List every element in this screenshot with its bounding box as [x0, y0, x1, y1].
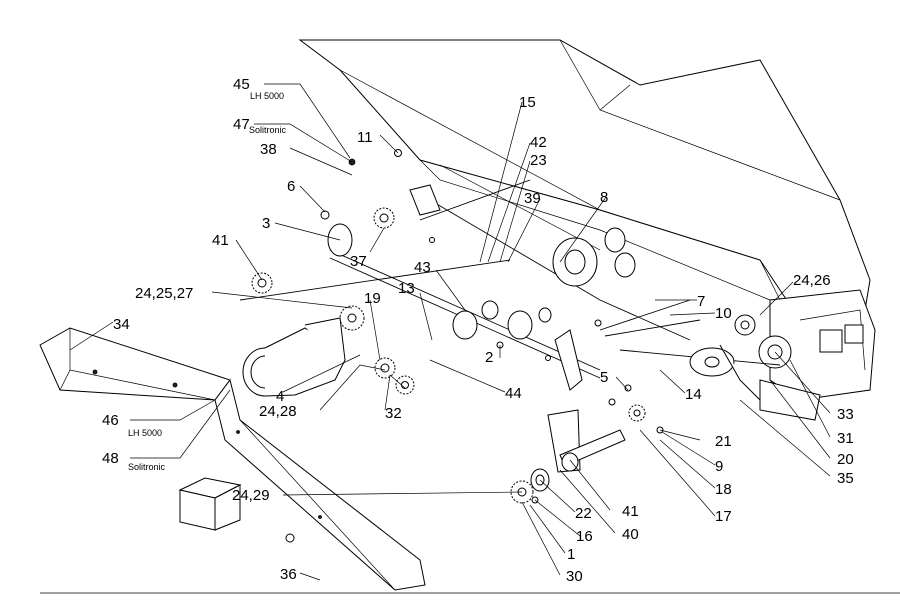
- callout-15: 15: [519, 94, 536, 111]
- callout-35: 35: [837, 470, 854, 487]
- callout-30: 30: [566, 568, 583, 585]
- callout-48-sub: Solitronic: [128, 462, 166, 472]
- sprockets: [251, 207, 646, 504]
- hopper-housing: [298, 39, 871, 341]
- callout-6: 6: [287, 178, 295, 195]
- callout-48: 48: [102, 450, 119, 467]
- callout-16: 16: [576, 528, 593, 545]
- leader-lines: [69, 83, 831, 581]
- callout-46-sub: LH 5000: [128, 428, 162, 438]
- right-rods: [599, 299, 781, 401]
- callout-46: 46: [102, 412, 119, 429]
- callout-10: 10: [715, 305, 732, 322]
- callout-5: 5: [600, 369, 608, 386]
- callout-8: 8: [600, 189, 608, 206]
- callout-31: 31: [837, 430, 854, 447]
- callout-7: 7: [697, 293, 705, 310]
- callout-45-sub: LH 5000: [250, 91, 284, 101]
- callout-43: 43: [414, 259, 431, 276]
- callout-14: 14: [685, 386, 702, 403]
- callout-36: 36: [280, 566, 297, 583]
- callout-24-29: 24,29: [232, 487, 270, 504]
- callout-32: 32: [385, 405, 402, 422]
- callout-33: 33: [837, 406, 854, 423]
- callout-39: 39: [524, 190, 541, 207]
- callout-3: 3: [262, 215, 270, 232]
- callout-44: 44: [505, 385, 522, 402]
- left-arm: [39, 327, 231, 401]
- callout-17: 17: [715, 508, 732, 525]
- callout-40: 40: [622, 526, 639, 543]
- callout-37: 37: [350, 253, 367, 270]
- callout-21: 21: [715, 433, 732, 450]
- callout-23: 23: [530, 152, 547, 169]
- callout-38: 38: [260, 141, 277, 158]
- callout-labels: 45 LH 5000 47 Solitronic 38 11 6 3 41 37…: [102, 76, 854, 585]
- drums: [327, 184, 636, 340]
- callout-24-28: 24,28: [259, 403, 297, 420]
- callout-11: 11: [357, 129, 373, 146]
- callout-47-sub: Solitronic: [249, 125, 287, 135]
- callout-9: 9: [715, 458, 723, 475]
- callout-18: 18: [715, 481, 732, 498]
- bracket-40: [547, 329, 626, 473]
- callout-24-25-27: 24,25,27: [135, 285, 193, 302]
- callout-47: 47: [233, 116, 250, 133]
- callout-20: 20: [837, 451, 854, 468]
- callout-19: 19: [364, 290, 381, 307]
- callout-42: 42: [530, 134, 547, 151]
- callout-24-26: 24,26: [793, 272, 831, 289]
- callout-2: 2: [485, 349, 493, 366]
- right-gear-housing: [734, 289, 876, 421]
- callout-41b: 41: [622, 503, 639, 520]
- callout-4: 4: [276, 388, 284, 405]
- motor: [242, 317, 346, 397]
- callout-13: 13: [398, 280, 415, 297]
- callout-34: 34: [113, 316, 130, 333]
- callout-22: 22: [575, 505, 592, 522]
- long-arm: [214, 378, 426, 591]
- callout-45: 45: [233, 76, 250, 93]
- callout-1: 1: [567, 546, 575, 563]
- square-tube: [178, 477, 242, 531]
- callout-41a: 41: [212, 232, 229, 249]
